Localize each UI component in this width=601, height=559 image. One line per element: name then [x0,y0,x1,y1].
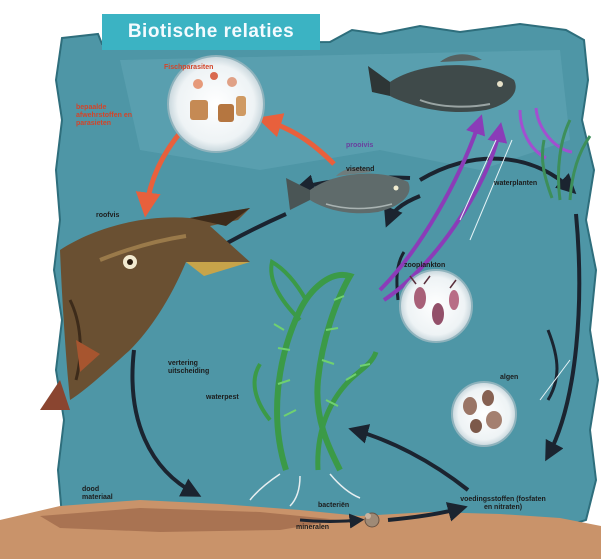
label-zooplankton: zooplankton [404,262,445,270]
label-voedingsstoffen-line-1: voedingsstoffen (fosfaten [438,496,568,504]
label-parasites-title: Fischparasiten [164,64,284,72]
label-prooivis: prooivis [346,142,373,150]
label-voedingsstoffen: voedingsstoffen (fosfaten en nitraten) [438,496,568,512]
label-waterplanten: waterplanten [494,180,537,188]
label-parasite-note-line-2: afwehrstoffen en [76,112,166,120]
label-voedingsstoffen-line-2: en nitraten) [438,504,568,512]
label-visetend: visetend [346,166,374,174]
label-vertering-line-1: vertering [168,360,209,368]
label-parasite-note: bepaalde afwehrstoffen en parasieten [76,104,166,128]
label-vertering: vertering uitscheiding [168,360,209,376]
label-parasite-note-line-1: bepaalde [76,104,166,112]
label-waterpest: waterpest [206,394,239,402]
diagram-title: Biotische relaties [128,21,294,43]
label-vertering-line-2: uitscheiding [168,368,209,376]
label-dood-line-2: materiaal [82,494,113,502]
bacteria-icon-small [365,513,371,519]
label-parasite-note-line-3: parasieten [76,120,166,128]
algae-bubble [452,382,516,446]
title-banner: Biotische relaties [102,14,320,50]
label-dood-materiaal: dood materiaal [82,486,113,502]
label-algen: algen [500,374,518,382]
label-mineralen: mineralen [296,524,329,532]
label-dood-line-1: dood [82,486,113,494]
arrow-bacteria [300,520,360,522]
label-roofvis: roofvis [96,212,119,220]
label-bacterien: bacteriën [318,502,349,510]
